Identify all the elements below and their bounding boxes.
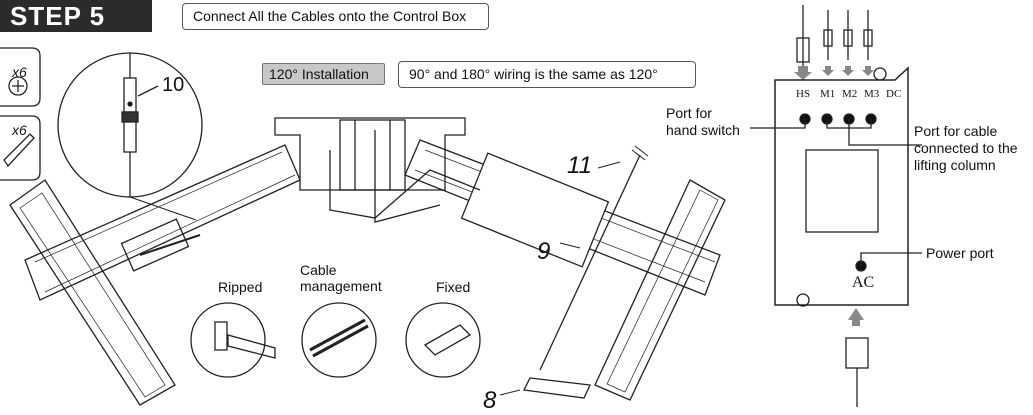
clip-ripped-circle [190,302,266,378]
clip-fixed-circle [405,302,481,378]
screw-icon [8,76,28,96]
screw-quantity: x6 [12,64,27,80]
clip-icon [3,133,35,168]
right-beam [404,139,721,296]
port-label-m2: M2 [842,88,858,100]
lifting-column-port-callout: Port for cable connected to the lifting … [914,123,1018,173]
left-motor [120,218,190,272]
connector-socket [123,121,137,153]
ac-port-label: AC [852,274,875,291]
clip-management-label: Cable management [300,262,382,294]
hand-switch-port-callout: Port for hand switch [666,105,740,138]
port-label-dc: DC [886,88,902,100]
installation-badge: 120° Installation [262,63,385,85]
left-beam [24,144,301,301]
cable-part-number: 11 [567,152,592,179]
hand-switch-device [523,377,591,399]
clip-quantity: x6 [12,122,27,138]
port-label-m1: M1 [820,88,836,100]
control-box-body [774,66,909,306]
connector-plug [123,77,137,113]
power-plug [845,337,869,369]
connector-part-number: 10 [162,74,185,96]
center-bracket [274,117,466,191]
control-box-label-area [805,149,879,233]
step-badge: STEP 5 [0,0,152,32]
hand-switch-part-number: 8 [483,387,497,414]
instruction-box: Connect All the Cables onto the Control … [182,3,489,30]
clip-management-circle [301,302,377,378]
right-leg [594,179,726,401]
left-leg [9,179,176,406]
power-port-callout: Power port [926,245,994,261]
port-label-m3: M3 [864,88,880,100]
screw-part-panel [0,47,41,107]
power-cable [539,154,641,371]
clip-fixed-label: Fixed [436,279,471,295]
control-box-mounted [460,152,610,268]
clip-ripped-label: Ripped [218,279,263,295]
control-box-part-number: 9 [537,238,551,265]
wiring-note-box: 90° and 180° wiring is the same as 120° [398,61,696,88]
port-label-hs: HS [796,88,811,100]
clip-part-panel [0,115,41,181]
